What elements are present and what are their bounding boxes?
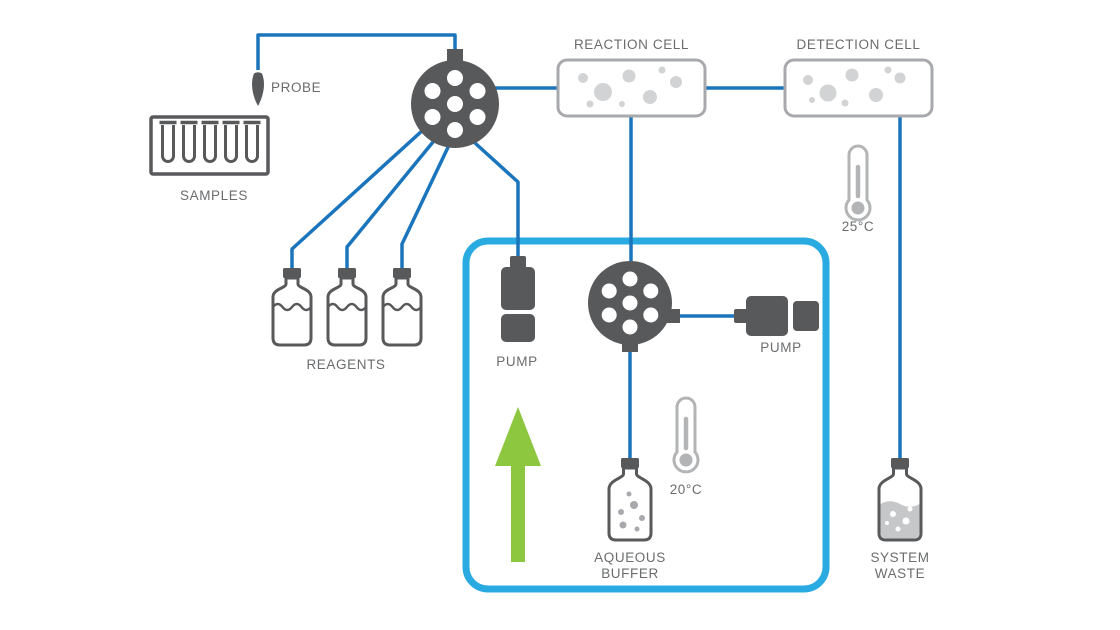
reagent-bottle-icon <box>326 268 368 347</box>
flow-direction-arrow <box>495 407 541 562</box>
test-tube-icon <box>201 120 219 163</box>
temperature-zone-box <box>462 237 830 593</box>
reagents-label: REAGENTS <box>306 357 386 372</box>
probe-label: PROBE <box>271 80 322 95</box>
system-waste-label: SYSTEM WASTE <box>848 550 952 581</box>
aqueous-buffer-label: AQUEOUS BUFFER <box>578 550 682 581</box>
sample-rack-icon <box>149 115 270 176</box>
reaction-cell-label: REACTION CELL <box>573 37 690 52</box>
test-tube-icon <box>222 120 240 163</box>
reaction-cell-icon <box>556 58 707 118</box>
detection-thermometer-icon <box>844 144 872 222</box>
pump-right-label: PUMP <box>760 340 802 355</box>
test-tube-icon <box>243 120 261 163</box>
samples-label: SAMPLES <box>180 188 248 203</box>
test-tube-icon <box>159 120 177 163</box>
detection-cell-label: DETECTION CELL <box>796 37 921 52</box>
system-waste-label-line2: WASTE <box>874 565 926 581</box>
test-tube-icon <box>180 120 198 163</box>
sample-valve-icon <box>411 49 499 148</box>
pump-left-icon <box>501 256 535 342</box>
detection-cell-bubbles <box>803 66 906 107</box>
system-waste-label-line1: SYSTEM <box>870 550 930 565</box>
aqueous-buffer-label-line2: BUFFER <box>601 565 659 581</box>
aqueous-buffer-label-line1: AQUEOUS <box>594 550 666 565</box>
zone-temp-label: 20°C <box>669 482 703 497</box>
reagent-bottle-icon <box>381 268 423 347</box>
detection-cell-icon <box>783 58 934 118</box>
tube-valve1-to-reagent1 <box>290 118 436 271</box>
pump-right-icon <box>734 296 819 336</box>
tube-valve1-to-reagent3 <box>400 140 453 271</box>
probe-icon <box>252 72 264 106</box>
reagent-bottle-icon <box>271 268 313 347</box>
tube-valve1-to-reagent2 <box>345 129 444 271</box>
tube-valve1-to-pump-left <box>462 131 520 262</box>
buffer-valve-icon <box>588 261 680 352</box>
system-waste-bottle-icon <box>877 458 923 542</box>
aqueous-buffer-bottle-icon <box>607 458 653 542</box>
buffer-thermometer-icon <box>672 396 700 474</box>
detection-temp-label: 25°C <box>841 219 875 234</box>
reaction-cell-bubbles <box>578 66 682 108</box>
pump-left-label: PUMP <box>496 354 538 369</box>
tube-valve1-to-probe <box>256 33 457 70</box>
